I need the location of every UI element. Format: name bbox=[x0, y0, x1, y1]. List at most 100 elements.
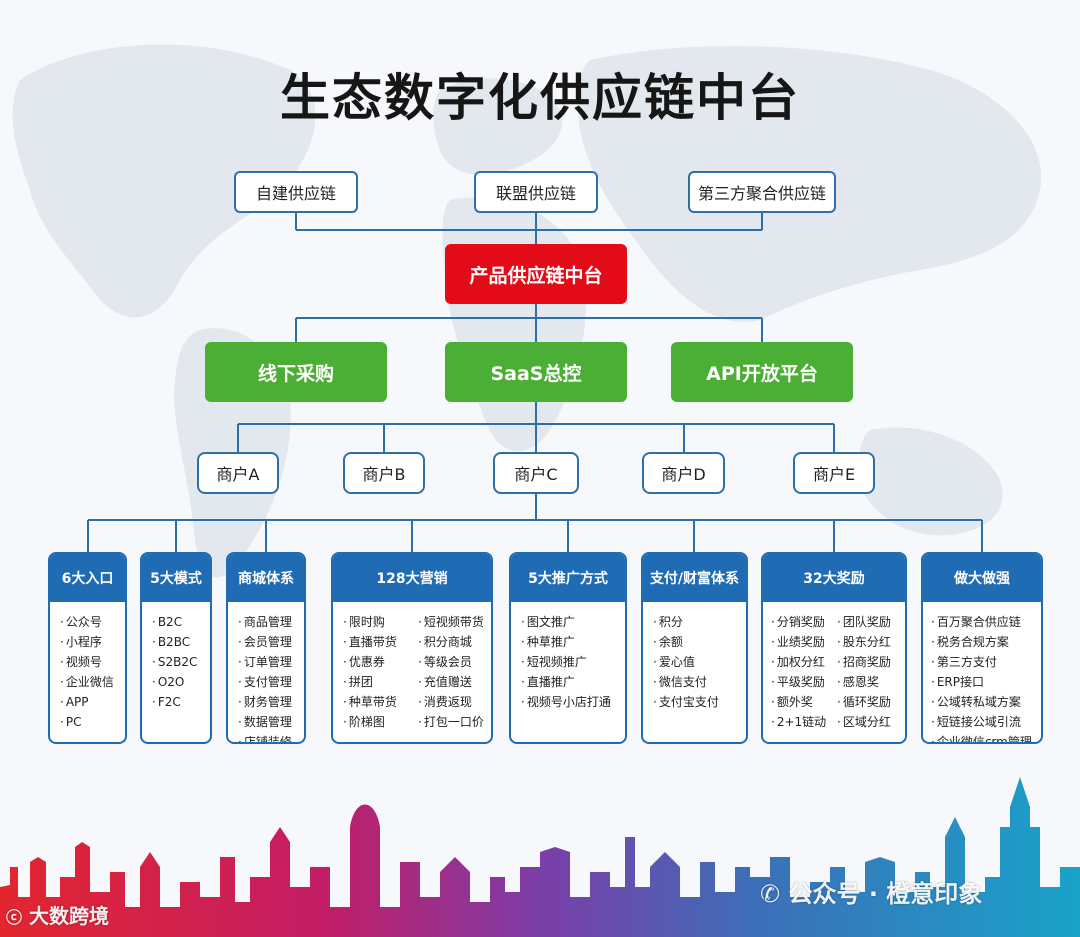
platform-box-api-open[interactable]: API开放平台 bbox=[671, 342, 853, 402]
category-card-list: 分销奖励 业绩奖励 加权分红 平级奖励 额外奖 2+1链动 团队奖励 股东分红 … bbox=[763, 602, 905, 740]
list-item: 订单管理 bbox=[238, 652, 298, 672]
list-item: F2C bbox=[152, 692, 204, 712]
list-item: 直播推广 bbox=[521, 672, 619, 692]
list-item: 商品管理 bbox=[238, 612, 298, 632]
merchant-box-d[interactable]: 商户D bbox=[642, 452, 725, 494]
list-item: 微信支付 bbox=[653, 672, 740, 692]
watermark-logo-icon: ⓒ bbox=[6, 908, 23, 927]
category-card-title: 5大模式 bbox=[142, 554, 210, 602]
list-item: 支付管理 bbox=[238, 672, 298, 692]
list-item: 财务管理 bbox=[238, 692, 298, 712]
list-item: 第三方支付 bbox=[931, 652, 1035, 672]
category-card-list: 图文推广 种草推广 短视频推广 直播推广 视频号小店打通 bbox=[511, 602, 625, 720]
category-card-payment: 支付/财富体系 积分 余额 爱心值 微信支付 支付宝支付 bbox=[641, 552, 748, 744]
watermark-right: ✆ 公众号 · 橙意印象 bbox=[760, 874, 982, 909]
category-card-title: 5大推广方式 bbox=[511, 554, 625, 602]
list-item: 支付宝支付 bbox=[653, 692, 740, 712]
category-card-title: 6大入口 bbox=[50, 554, 125, 602]
category-card-title: 商城体系 bbox=[228, 554, 304, 602]
list-item: B2C bbox=[152, 612, 204, 632]
list-item: 业绩奖励 bbox=[771, 632, 833, 652]
list-item: 店铺装修 bbox=[238, 732, 298, 742]
list-item: 余额 bbox=[653, 632, 740, 652]
watermark-left-text: 大数跨境 bbox=[28, 904, 109, 928]
category-card-title: 支付/财富体系 bbox=[643, 554, 746, 602]
category-card-marketing: 128大营销 限时购 直播带货 优惠券 拼团 种草带货 阶梯图 短视频带货 积分… bbox=[331, 552, 493, 744]
category-card-title: 做大做强 bbox=[923, 554, 1041, 602]
platform-box-saas-control[interactable]: SaaS总控 bbox=[445, 342, 627, 402]
list-item: 加权分红 bbox=[771, 652, 833, 672]
category-card-promotion: 5大推广方式 图文推广 种草推广 短视频推广 直播推广 视频号小店打通 bbox=[509, 552, 627, 744]
hub-box-product-supply-chain[interactable]: 产品供应链中台 bbox=[445, 244, 627, 304]
list-item: 税务合规方案 bbox=[931, 632, 1035, 652]
category-card-grow-strong: 做大做强 百万聚合供应链 税务合规方案 第三方支付 ERP接口 公域转私域方案 … bbox=[921, 552, 1043, 744]
list-item: 短链接公域引流 bbox=[931, 712, 1035, 732]
list-item: APP bbox=[60, 692, 119, 712]
list-item: 视频号小店打通 bbox=[521, 692, 619, 712]
list-item: 股东分红 bbox=[837, 632, 899, 652]
wechat-icon: ✆ bbox=[760, 880, 781, 908]
list-item: ERP接口 bbox=[931, 672, 1035, 692]
category-card-list: 百万聚合供应链 税务合规方案 第三方支付 ERP接口 公域转私域方案 短链接公域… bbox=[923, 602, 1041, 742]
watermark-right-text: 公众号 · 橙意印象 bbox=[788, 880, 983, 908]
list-item: 额外奖 bbox=[771, 692, 833, 712]
list-item: 企业微信 bbox=[60, 672, 119, 692]
list-item: 循环奖励 bbox=[837, 692, 899, 712]
list-item: 种草推广 bbox=[521, 632, 619, 652]
list-item: 招商奖励 bbox=[837, 652, 899, 672]
list-item: B2BC bbox=[152, 632, 204, 652]
list-item: S2B2C bbox=[152, 652, 204, 672]
list-item: 种草带货 bbox=[343, 692, 410, 712]
list-item: 平级奖励 bbox=[771, 672, 833, 692]
list-item: 充值赠送 bbox=[418, 672, 485, 692]
list-item: 公众号 bbox=[60, 612, 119, 632]
list-item: 阶梯图 bbox=[343, 712, 410, 732]
category-card-rewards: 32大奖励 分销奖励 业绩奖励 加权分红 平级奖励 额外奖 2+1链动 团队奖励… bbox=[761, 552, 907, 744]
list-item: 优惠券 bbox=[343, 652, 410, 672]
page-title: 生态数字化供应链中台 bbox=[280, 69, 800, 127]
category-card-title: 128大营销 bbox=[333, 554, 491, 602]
list-item: 直播带货 bbox=[343, 632, 410, 652]
category-card-entrances: 6大入口 公众号 小程序 视频号 企业微信 APP PC bbox=[48, 552, 127, 744]
list-item: 小程序 bbox=[60, 632, 119, 652]
category-card-list: 积分 余额 爱心值 微信支付 支付宝支付 bbox=[643, 602, 746, 720]
list-item: 会员管理 bbox=[238, 632, 298, 652]
list-item: 企业微信crm管理 bbox=[931, 732, 1035, 742]
watermark-left: ⓒ 大数跨境 bbox=[6, 900, 109, 929]
category-card-list: 限时购 直播带货 优惠券 拼团 种草带货 阶梯图 短视频带货 积分商城 等级会员… bbox=[333, 602, 491, 740]
merchant-box-e[interactable]: 商户E bbox=[793, 452, 875, 494]
category-card-mall-system: 商城体系 商品管理 会员管理 订单管理 支付管理 财务管理 数据管理 店铺装修 bbox=[226, 552, 306, 744]
list-item: 2+1链动 bbox=[771, 712, 833, 732]
list-item: O2O bbox=[152, 672, 204, 692]
list-item: 感恩奖 bbox=[837, 672, 899, 692]
source-box-self-built[interactable]: 自建供应链 bbox=[234, 171, 358, 213]
list-item: 数据管理 bbox=[238, 712, 298, 732]
list-item: 图文推广 bbox=[521, 612, 619, 632]
list-item: 区域分红 bbox=[837, 712, 899, 732]
list-item: 限时购 bbox=[343, 612, 410, 632]
list-item: 公域转私域方案 bbox=[931, 692, 1035, 712]
list-item: 爱心值 bbox=[653, 652, 740, 672]
list-item: 消费返现 bbox=[418, 692, 485, 712]
category-card-modes: 5大模式 B2C B2BC S2B2C O2O F2C bbox=[140, 552, 212, 744]
list-item: 打包一口价 bbox=[418, 712, 485, 732]
list-item: 短视频带货 bbox=[418, 612, 485, 632]
merchant-box-a[interactable]: 商户A bbox=[197, 452, 279, 494]
list-item: 百万聚合供应链 bbox=[931, 612, 1035, 632]
merchant-box-c[interactable]: 商户C bbox=[493, 452, 579, 494]
list-item: 团队奖励 bbox=[837, 612, 899, 632]
category-card-list: B2C B2BC S2B2C O2O F2C bbox=[142, 602, 210, 720]
category-card-title: 32大奖励 bbox=[763, 554, 905, 602]
source-box-alliance[interactable]: 联盟供应链 bbox=[474, 171, 598, 213]
platform-box-offline-purchase[interactable]: 线下采购 bbox=[205, 342, 387, 402]
list-item: 积分商城 bbox=[418, 632, 485, 652]
merchant-box-b[interactable]: 商户B bbox=[343, 452, 425, 494]
category-card-list: 商品管理 会员管理 订单管理 支付管理 财务管理 数据管理 店铺装修 bbox=[228, 602, 304, 742]
city-skyline-silhouette bbox=[0, 777, 1080, 937]
list-item: 分销奖励 bbox=[771, 612, 833, 632]
category-card-list: 公众号 小程序 视频号 企业微信 APP PC bbox=[50, 602, 125, 740]
list-item: 短视频推广 bbox=[521, 652, 619, 672]
source-box-third-party[interactable]: 第三方聚合供应链 bbox=[688, 171, 836, 213]
list-item: 视频号 bbox=[60, 652, 119, 672]
